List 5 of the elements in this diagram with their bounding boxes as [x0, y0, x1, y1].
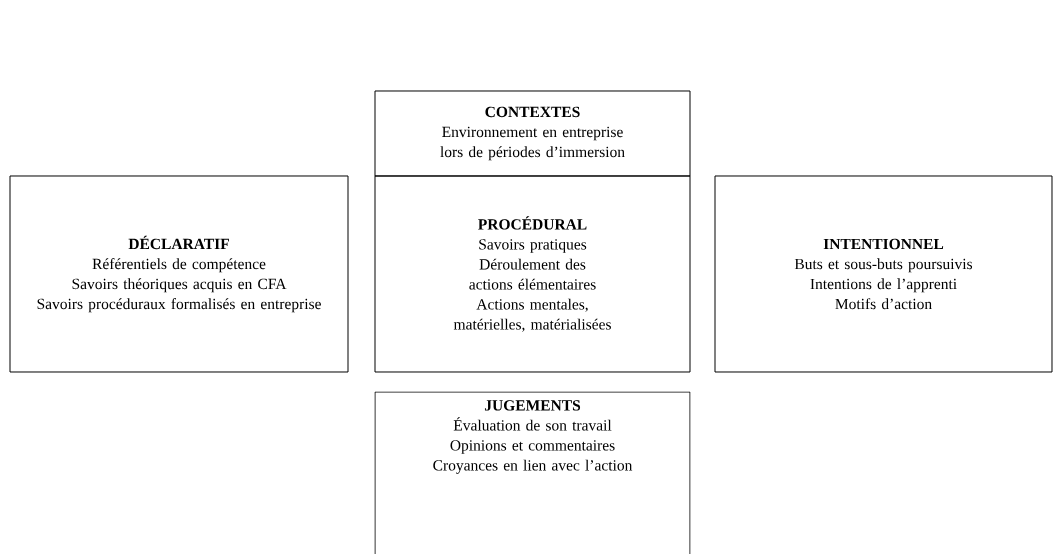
text-box: INTENTIONNEL Buts et sous-buts poursuivis Intentions de l’apprenti Motifs d’action — [714, 175, 1053, 373]
text-box: JUGEMENTS Évaluation de son travail Opinions et commentaires Croyances en lien avec l’action — [374, 391, 691, 554]
text-box: CONTEXTES Environnement en entreprise lors de périodes d’immersion — [374, 90, 691, 177]
text-box: DÉCLARATIF Référentiels de compétence Savoirs théoriques acquis en CFA Savoirs procéduraux formalisés en entreprise — [9, 175, 349, 373]
text-box: PROCÉDURAL Savoirs pratiques Déroulement des actions élémentaires Actions mentales, matérielles, matérialisées — [374, 175, 691, 373]
